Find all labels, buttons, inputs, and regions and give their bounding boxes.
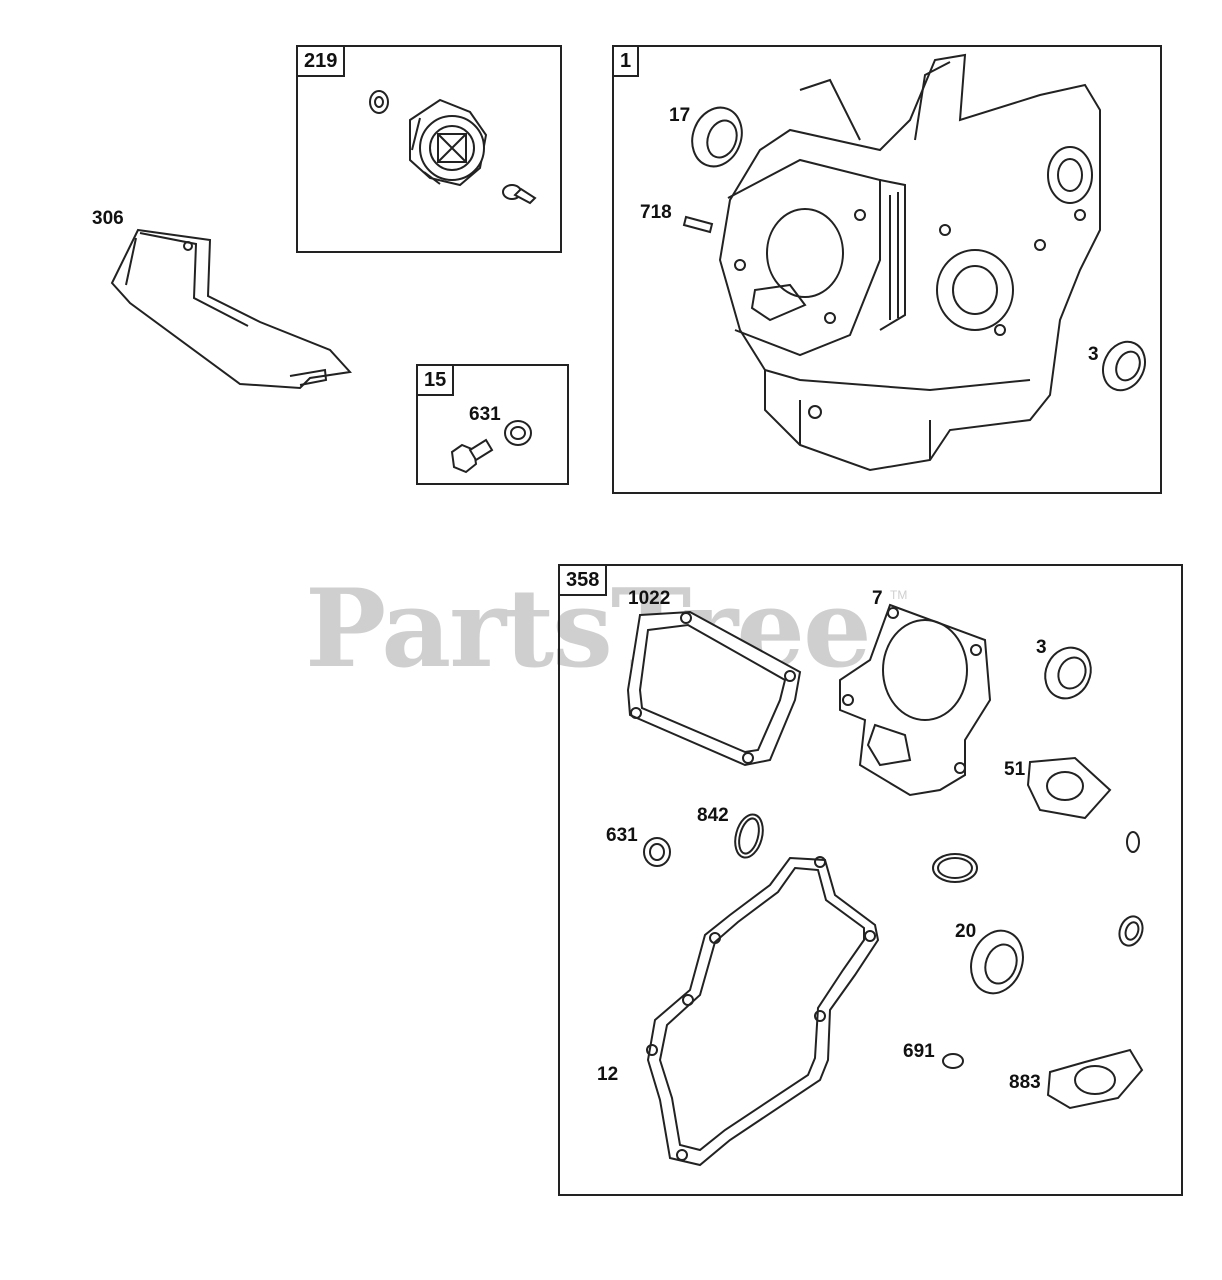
group-1-frame: 1 <box>612 45 1162 494</box>
group-219-tag[interactable]: 219 <box>296 45 346 77</box>
callout-883[interactable]: 883 <box>1009 1072 1041 1093</box>
callout-7[interactable]: 7 <box>872 588 883 609</box>
small-seal-right-part[interactable] <box>1116 913 1147 949</box>
cylinder-head-gasket-7-part[interactable] <box>839 603 992 797</box>
group-219-frame: 219 <box>296 45 562 253</box>
drain-plug-part[interactable] <box>450 438 494 474</box>
exhaust-gasket-883-part[interactable] <box>1046 1048 1144 1110</box>
small-oring-part[interactable] <box>1126 831 1140 853</box>
callout-718[interactable]: 718 <box>640 202 672 223</box>
oring-mid-part[interactable] <box>932 853 978 883</box>
callout-51[interactable]: 51 <box>1004 759 1026 780</box>
washer-631-part[interactable] <box>504 420 532 446</box>
governor-bolt-part[interactable] <box>502 184 537 205</box>
crankcase-block-part[interactable] <box>718 53 1101 472</box>
gasket-51-part[interactable] <box>1026 756 1112 820</box>
valve-cover-gasket-1022-part[interactable] <box>626 610 802 767</box>
callout-631[interactable]: 631 <box>469 404 501 425</box>
callout-3b[interactable]: 3 <box>1036 637 1047 658</box>
callout-17[interactable]: 17 <box>669 105 691 126</box>
crankcase-gasket-12-part[interactable] <box>646 856 880 1167</box>
group-1-tag[interactable]: 1 <box>612 45 640 77</box>
group-15-frame: 15 <box>416 364 569 485</box>
callout-631b[interactable]: 631 <box>606 825 638 846</box>
group-358-frame: 358 <box>558 564 1183 1196</box>
callout-3[interactable]: 3 <box>1088 344 1099 365</box>
group-15-tag[interactable]: 15 <box>416 364 455 396</box>
group-358-tag[interactable]: 358 <box>558 564 608 596</box>
deflector-bracket-part[interactable] <box>110 228 352 390</box>
oil-seal-3b-part[interactable] <box>1037 640 1099 706</box>
oring-842-part[interactable] <box>731 811 768 860</box>
oring-691-part[interactable] <box>942 1053 964 1069</box>
callout-691[interactable]: 691 <box>903 1041 935 1062</box>
callout-842[interactable]: 842 <box>697 805 729 826</box>
watermark-trademark: TM <box>890 588 908 602</box>
bearing-17-part[interactable] <box>684 101 750 174</box>
dowel-pin-718-part[interactable] <box>682 215 714 234</box>
washer-631b-part[interactable] <box>643 837 671 867</box>
callout-306[interactable]: 306 <box>92 208 124 229</box>
callout-12[interactable]: 12 <box>597 1064 619 1085</box>
bearing-seal-20-part[interactable] <box>963 923 1032 1000</box>
callout-20[interactable]: 20 <box>955 921 977 942</box>
governor-gear-part[interactable] <box>369 90 488 187</box>
callout-1022[interactable]: 1022 <box>628 588 671 609</box>
oil-seal-3-part[interactable] <box>1095 335 1152 397</box>
